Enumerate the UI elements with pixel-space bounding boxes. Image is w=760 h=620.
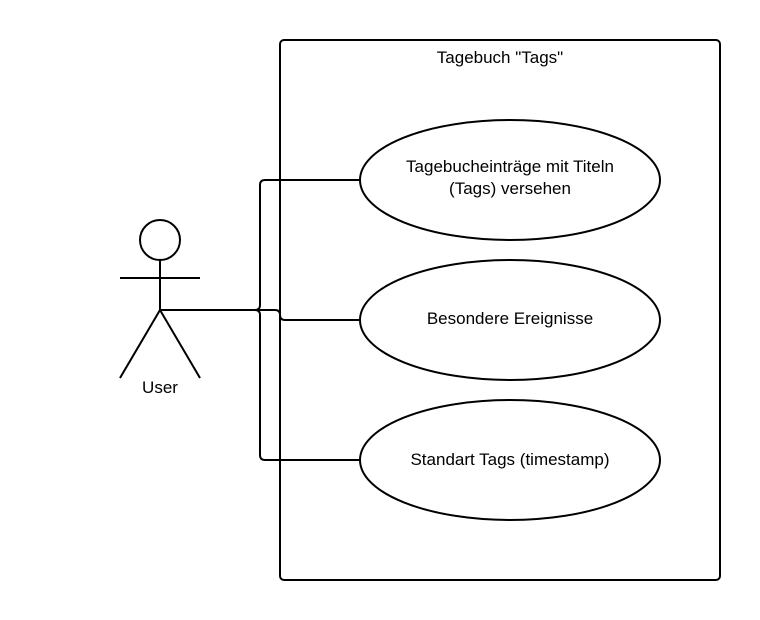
use-case-label: Besondere Ereignisse	[427, 309, 593, 328]
use-case-3: Standart Tags (timestamp)	[359, 399, 661, 521]
actor-label: User	[142, 378, 178, 397]
actor-user: User	[119, 219, 201, 397]
system-boundary-box	[279, 39, 721, 581]
use-case-ellipse	[359, 119, 661, 241]
association-use-case-3	[160, 309, 360, 461]
use-case-1: Tagebucheinträge mit Titeln (Tags) verse…	[359, 119, 661, 241]
use-case-label: Standart Tags (timestamp)	[410, 450, 609, 469]
system-boundary: Tagebuch "Tags"	[279, 39, 721, 581]
use-case-ellipse	[359, 399, 661, 521]
association-use-case-2	[160, 309, 360, 321]
associations	[160, 179, 360, 461]
association-use-case-1	[160, 179, 360, 311]
actor-left-leg	[119, 309, 161, 379]
use-case-label: Tagebucheinträge mit Titeln	[406, 157, 614, 176]
use-case-ellipse	[359, 259, 661, 381]
actor-head	[139, 219, 181, 261]
system-title: Tagebuch "Tags"	[437, 48, 563, 67]
actor-right-leg	[159, 309, 201, 379]
use-case-2: Besondere Ereignisse	[359, 259, 661, 381]
use-case-label: (Tags) versehen	[449, 179, 571, 198]
